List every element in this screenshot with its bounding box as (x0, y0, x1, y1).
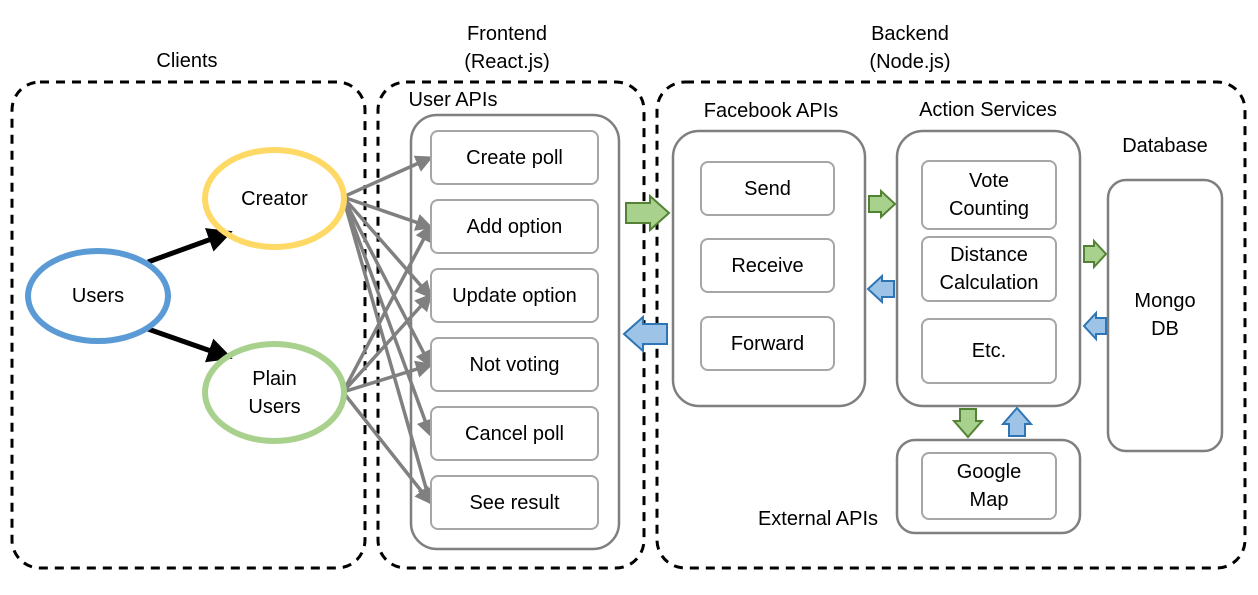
backend-title: Backend (Node.js) (869, 23, 951, 73)
database-to-services-arrow (1082, 310, 1107, 342)
svc-distance-calculation: Distance Calculation (921, 236, 1057, 302)
api-create-poll: Create poll (430, 130, 599, 185)
facebook-to-frontend-arrow (622, 314, 668, 354)
services-to-facebook-arrow (866, 273, 895, 305)
api-update-option: Update option (430, 268, 599, 323)
svc-vote-counting: Vote Counting (921, 160, 1057, 230)
api-add-option-label: Add option (466, 215, 563, 238)
facebook-to-services-arrow (868, 188, 897, 220)
database-title: Database (1122, 135, 1208, 157)
fb-send-label: Send (744, 177, 791, 200)
api-update-option-label: Update option (452, 284, 577, 307)
mongo-db-label: Mongo DB (1134, 290, 1196, 340)
creator-to-not-voting (341, 196, 432, 369)
plain-to-add-option (341, 223, 432, 393)
api-see-result-label: See result (469, 491, 560, 514)
creator-to-update-option (341, 195, 433, 299)
plain-users-node-label: Plain Users (248, 367, 301, 418)
creator-to-cancel-poll (341, 196, 434, 438)
fb-forward-label: Forward (730, 332, 805, 355)
creator-to-add-option (342, 195, 434, 231)
fb-receive: Receive (700, 238, 835, 293)
creator-node: Creator (202, 147, 347, 250)
api-not-voting: Not voting (430, 337, 599, 392)
frontend-to-facebook-arrow (625, 193, 671, 233)
frontend-title: Frontend (React.js) (464, 23, 550, 73)
svc-vote-counting-label: Vote Counting (948, 170, 1030, 220)
creator-connectors (341, 155, 435, 506)
api-add-option: Add option (430, 199, 599, 254)
svc-distance-calculation-label: Distance Calculation (939, 244, 1039, 294)
services-to-external-arrow (951, 408, 985, 439)
facebook-apis-title: Facebook APIs (703, 100, 839, 122)
users-to-plain-users-arrow (147, 326, 233, 363)
users-to-creator-arrow (147, 228, 233, 265)
plain-users-node: Plain Users (202, 341, 347, 444)
api-create-poll-label: Create poll (466, 146, 563, 169)
user-apis-title: User APIs (408, 89, 498, 111)
api-see-result: See result (430, 475, 599, 530)
fb-forward: Forward (700, 316, 835, 371)
fb-send: Send (700, 161, 835, 216)
creator-node-label: Creator (241, 187, 308, 210)
api-not-voting-label: Not voting (469, 353, 560, 376)
mongo-db: Mongo DB (1110, 270, 1220, 360)
services-to-database-arrow (1083, 238, 1108, 270)
ext-google-map-label: Google Map (956, 461, 1022, 511)
creator-to-create-poll (342, 155, 434, 199)
database-container (1106, 178, 1224, 453)
svc-etc-label: Etc. (971, 340, 1007, 362)
action-services-title: Action Services (919, 99, 1057, 121)
plain-to-not-voting (342, 360, 434, 394)
creator-to-see-result (341, 196, 435, 506)
ext-google-map: Google Map (921, 452, 1057, 520)
users-node: Users (25, 248, 171, 344)
plain-to-see-result (341, 390, 433, 505)
svc-etc: Etc. (921, 318, 1057, 384)
api-cancel-poll: Cancel poll (430, 406, 599, 461)
external-to-services-arrow (1000, 406, 1034, 437)
fb-receive-label: Receive (731, 254, 804, 277)
users-node-label: Users (71, 285, 125, 307)
clients-boundary (10, 80, 367, 570)
external-apis-title: External APIs (757, 508, 879, 530)
clients-title: Clients (156, 50, 218, 72)
plain-to-update-option (341, 293, 433, 394)
plain-users-connectors (341, 223, 434, 505)
api-cancel-poll-label: Cancel poll (465, 422, 564, 445)
